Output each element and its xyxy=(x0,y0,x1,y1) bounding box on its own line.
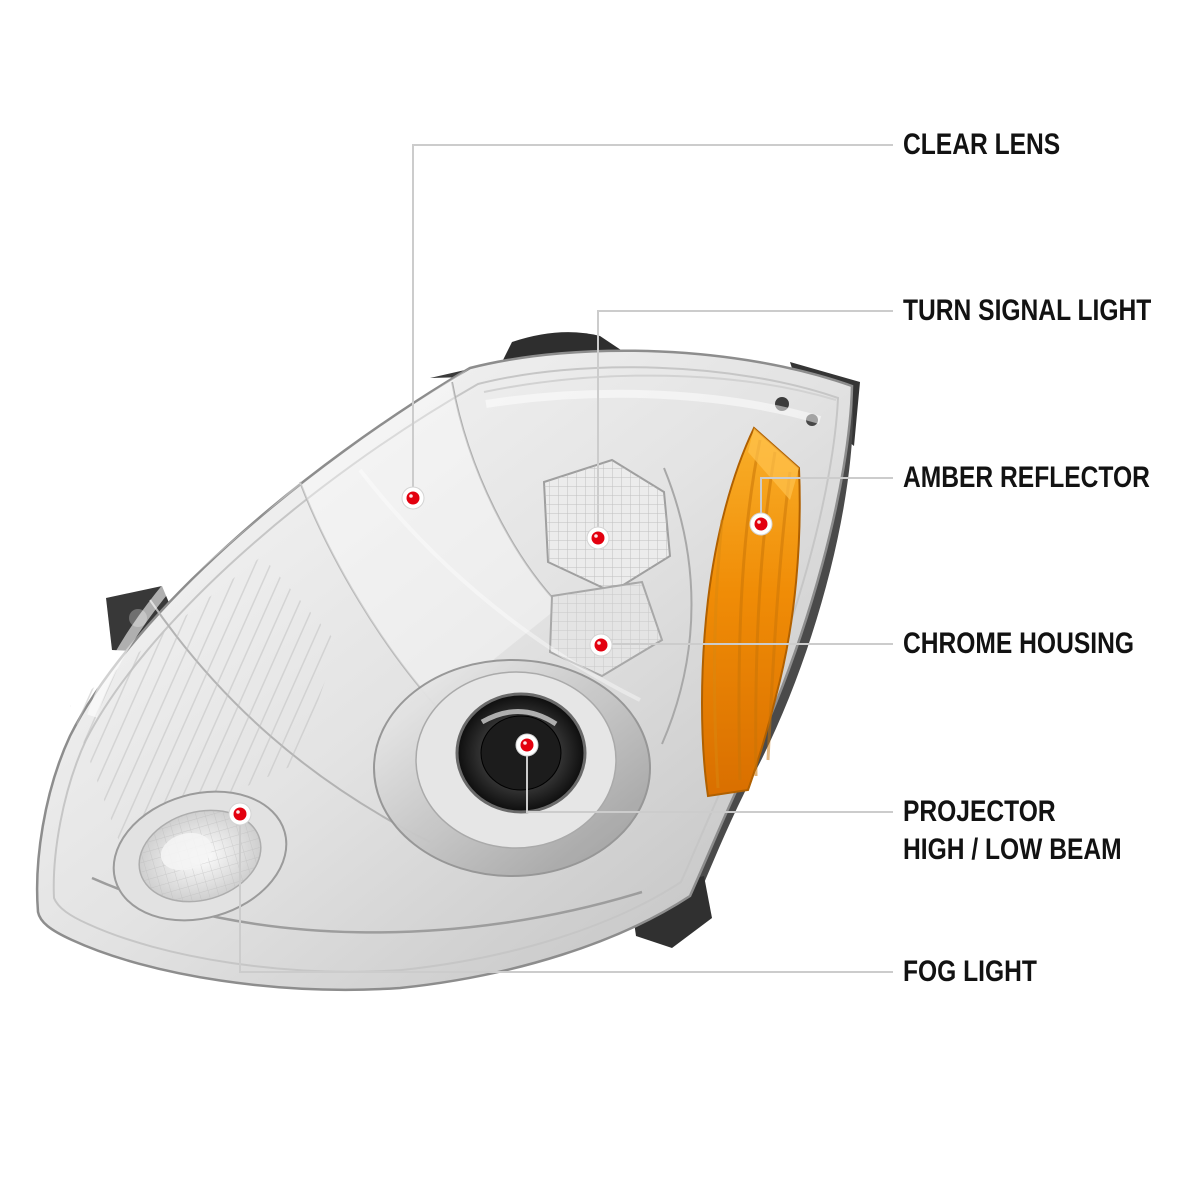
label-text: AMBER REFLECTOR xyxy=(903,461,1150,494)
amber-rib xyxy=(766,471,792,761)
turn-signal-texture xyxy=(544,460,670,592)
lower-facet-texture xyxy=(550,582,662,676)
marker-highlight-chrome-housing xyxy=(597,641,601,645)
upper-lens-highlight xyxy=(180,368,560,706)
label-amber-reflector: AMBER REFLECTOR xyxy=(903,459,1150,497)
callout-line-fog-light xyxy=(239,814,893,973)
callout-line-turn-signal-light xyxy=(597,310,893,538)
callout-line-projector xyxy=(526,745,893,813)
marker-dot-turn-signal-light xyxy=(591,531,605,545)
marker-dot-amber-reflector xyxy=(754,517,768,531)
projector-highlight xyxy=(480,709,558,727)
crease-line xyxy=(661,467,693,745)
amber-rib xyxy=(737,439,762,781)
marker-highlight-projector xyxy=(523,741,527,745)
label-text: CLEAR LENS xyxy=(903,128,1061,161)
marker-dot-projector xyxy=(520,738,534,752)
label-text-line2: HIGH / LOW BEAM xyxy=(903,833,1122,866)
reflection-streak xyxy=(485,389,822,424)
label-turn-signal-light: TURN SIGNAL LIGHT xyxy=(903,292,1151,330)
marker-dot-fog-light xyxy=(233,807,247,821)
marker-dot-chrome-housing xyxy=(594,638,608,652)
label-text: PROJECTOR xyxy=(903,795,1056,828)
amber-reflector-shape xyxy=(701,426,801,798)
reflection-streak xyxy=(87,536,214,718)
marker-highlight-fog-light xyxy=(236,810,240,814)
crease-line xyxy=(451,381,561,607)
marker-highlight-turn-signal-light xyxy=(594,534,598,538)
label-text: FOG LIGHT xyxy=(903,955,1037,988)
headlight-artwork xyxy=(35,332,860,991)
amber-top-highlight xyxy=(748,428,799,500)
amber-rib xyxy=(754,451,777,777)
marker-highlight-amber-reflector xyxy=(757,520,761,524)
callout-line-amber-reflector xyxy=(760,477,893,524)
label-text: TURN SIGNAL LIGHT xyxy=(903,294,1152,327)
callout-line-chrome-housing xyxy=(600,643,893,645)
label-clear-lens: CLEAR LENS xyxy=(903,126,1060,164)
ribbed-reflector-area xyxy=(70,556,338,844)
label-projector-high-low-beam: PROJECTOR HIGH / LOW BEAM xyxy=(903,793,1122,869)
crease-line xyxy=(483,374,837,401)
amber-rib xyxy=(713,519,724,789)
callout-overlay xyxy=(228,144,893,973)
crease-line xyxy=(299,481,437,707)
callout-line-clear-lens xyxy=(412,144,893,498)
label-text: CHROME HOUSING xyxy=(903,627,1134,660)
marker-dot-clear-lens xyxy=(406,491,420,505)
label-chrome-housing: CHROME HOUSING xyxy=(903,625,1134,663)
reflection-streak xyxy=(358,468,641,702)
marker-highlight-clear-lens xyxy=(409,494,413,498)
label-fog-light: FOG LIGHT xyxy=(903,953,1037,991)
